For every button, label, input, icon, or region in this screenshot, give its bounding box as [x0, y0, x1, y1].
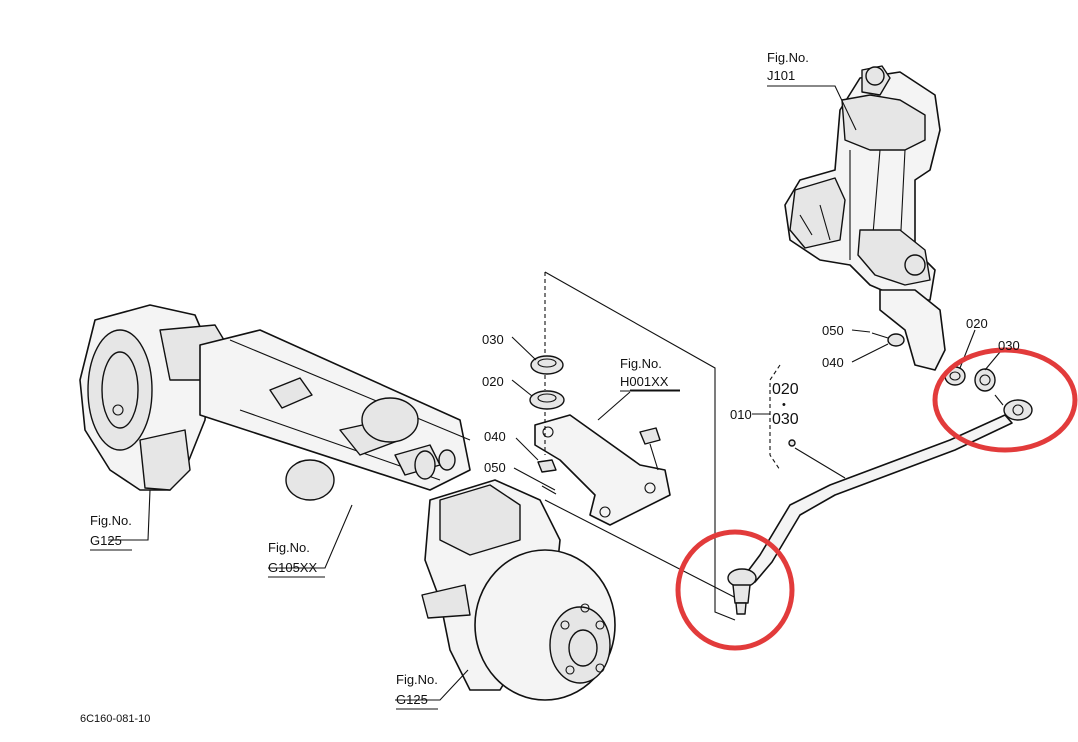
figure-reference-j101[interactable]: Fig.No. J101 — [767, 50, 809, 83]
fig-ref-g125-left-title: Fig.No. — [90, 513, 132, 528]
figure-reference-h001xx[interactable]: Fig.No. H001XX — [620, 356, 669, 389]
drag-link — [727, 332, 1033, 615]
part-number-040-bracket[interactable]: 040 — [484, 429, 506, 444]
fig-ref-underlines — [90, 85, 812, 710]
fig-ref-h001-number: H001XX — [620, 374, 669, 389]
figure-reference-g125-left[interactable]: Fig.No. G125 — [90, 513, 132, 548]
part-number-030-rod[interactable]: 030 — [772, 411, 799, 428]
fig-ref-g125-left-number: G125 — [90, 533, 122, 548]
figure-reference-g125-bottom[interactable]: Fig.No. G125 — [396, 672, 438, 707]
highlight-circle-right — [932, 347, 1078, 453]
fig-ref-g105-title: Fig.No. — [268, 540, 310, 555]
part-number-020-rod[interactable]: 020 — [772, 381, 799, 398]
steering-gearbox — [784, 65, 946, 371]
part-number-separator-dot: • — [782, 399, 786, 411]
highlight-markers — [675, 347, 1078, 651]
fig-ref-h001-title: Fig.No. — [620, 356, 662, 371]
part-number-020-right[interactable]: 020 — [966, 316, 988, 331]
figure-reference-g105xx[interactable]: Fig.No. G105XX — [268, 540, 317, 575]
part-number-030-bracket[interactable]: 030 — [482, 332, 504, 347]
part-number-050-bracket[interactable]: 050 — [484, 460, 506, 475]
fig-ref-j101-title: Fig.No. — [767, 50, 809, 65]
fig-ref-g125-bottom-number: G125 — [396, 692, 428, 707]
fig-ref-j101-number: J101 — [767, 68, 795, 83]
part-number-020-bracket[interactable]: 020 — [482, 374, 504, 389]
part-number-040-right[interactable]: 040 — [822, 355, 844, 370]
diagram-code: 6C160-081-10 — [80, 713, 150, 725]
part-number-010[interactable]: 010 — [730, 407, 752, 422]
highlight-circle-left — [675, 529, 795, 651]
front-axle-assembly — [79, 304, 616, 701]
fig-ref-g105-number: G105XX — [268, 560, 317, 575]
part-number-050-right[interactable]: 050 — [822, 323, 844, 338]
part-number-030-right[interactable]: 030 — [998, 338, 1020, 353]
fig-ref-g125-bottom-title: Fig.No. — [396, 672, 438, 687]
steering-bracket — [529, 355, 671, 526]
alignment-lines — [544, 271, 781, 621]
